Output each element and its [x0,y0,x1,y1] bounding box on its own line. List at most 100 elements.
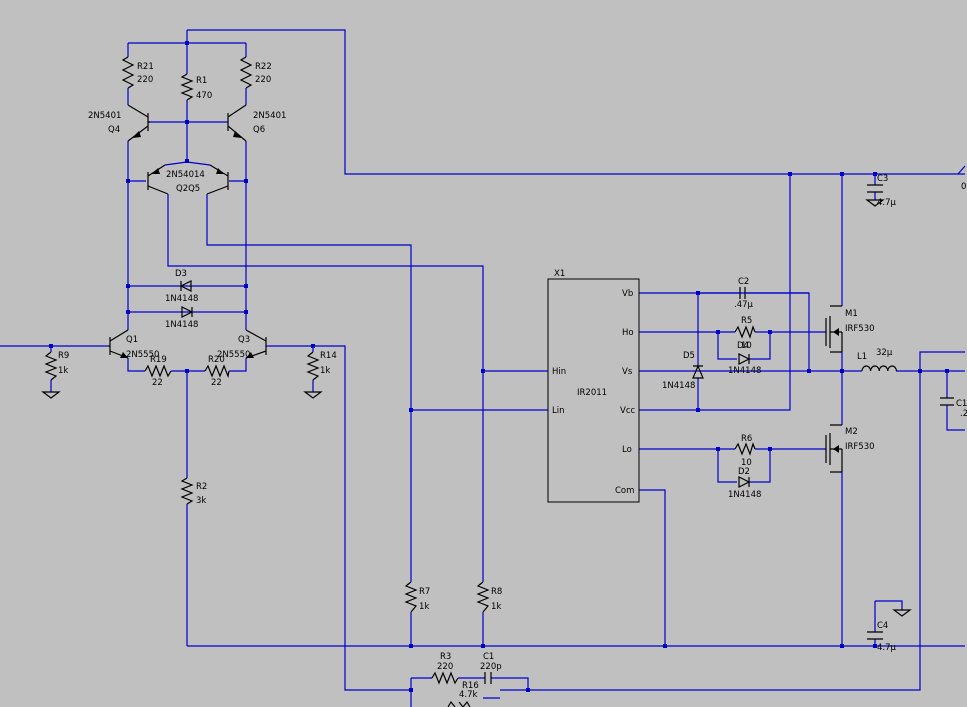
resistor-R20 [204,364,230,379]
bjt-Q6 [227,104,247,142]
label-D4-part: 1N4148 [728,366,761,376]
ground-C4 [892,609,912,617]
label-R22: R22 [255,62,272,72]
bjt-Q5 [206,164,229,195]
label-Q6-part: 2N5401 [253,111,286,121]
label-M1: M1 [845,309,858,319]
label-M2-part: IRF530 [845,442,875,452]
label-R2-value: 3k [196,496,206,506]
label-R22-value: 220 [255,75,271,85]
resistor-R6 [734,442,756,456]
wires [0,29,966,707]
diodes [179,280,751,488]
label-Q1: Q1 [126,335,138,345]
label-R7-value: 1k [419,602,429,612]
label-R16: R16 [462,681,479,691]
label-D4: D4 [737,341,749,351]
label-R14: R14 [320,351,337,361]
label-R9-value: 1k [58,366,68,376]
label-R19: R19 [150,355,167,365]
label-C4-value: 4.7μ [877,643,897,653]
pin-Lin: Lin [552,406,564,416]
label-R9: R9 [58,351,69,361]
label-R6: R6 [741,434,752,444]
label-R6-value: 10 [741,458,752,468]
label-R3: R3 [440,652,451,662]
resistor-R22 [239,56,253,89]
resistors [44,56,756,707]
label-R21: R21 [137,62,154,72]
label-R3-value: 220 [437,662,453,672]
label-X1-part: IR2011 [577,388,607,398]
label-Q3: Q3 [238,335,250,345]
label-R16-value: 4.7k [459,690,478,700]
capacitor-C1b [940,397,954,406]
label-R1: R1 [196,76,207,86]
diode-D2 [738,476,751,488]
capacitors [484,184,954,684]
label-D5-part: 1N4148 [662,381,695,391]
label-D3-part: 1N4148 [165,294,198,304]
label-C1b: C1 [956,399,967,409]
pin-Com: Com [615,486,634,496]
bjt-Q2 [147,164,169,195]
mosfet-M1 [825,305,843,353]
label-R8-value: 1k [491,602,501,612]
resistor-R2 [180,477,194,505]
label-C1b-value: .2 [960,409,967,419]
resistor-R7 [404,581,418,613]
pin-Ho: Ho [622,328,634,338]
label-C4: C4 [877,621,888,631]
resistor-R21 [121,56,135,89]
capacitor-C4 [867,631,883,640]
bjt-Q3 [245,329,267,359]
label-Q6: Q6 [253,125,265,135]
diode-D5 [692,364,704,379]
bjt-Q4 [127,104,150,142]
pin-Hin: Hin [552,367,566,377]
resistor-R19 [144,364,172,378]
mosfet-M2 [825,424,843,473]
label-R1-value: 470 [196,91,212,101]
resistor-R5 [734,325,756,339]
label-Q4: Q4 [108,125,120,135]
ground-C3 [865,199,885,207]
label-R19-value: 22 [152,378,163,388]
label-R20-value: 22 [211,378,222,388]
label-R7: R7 [419,587,430,597]
capacitor-C3 [867,184,883,193]
resistor-R16 [447,700,471,707]
label-Q1-part: 2N5550 [126,350,159,360]
label-L1: L1 [857,352,867,362]
label-D3: D3 [175,269,187,279]
pin-Lo: Lo [622,445,632,455]
label-C3: C3 [877,174,888,184]
label-C2: C2 [738,277,749,287]
label-C1-value: 220p [480,662,502,672]
label-D2: D2 [738,467,750,477]
ic-X1-body [547,278,640,503]
label-edge-top-right: 0 [961,182,966,192]
label-Q2Q5-part: 2N54014 [166,170,205,180]
label-Q2Q5: Q2Q5 [176,184,200,194]
diode-D1 [181,306,194,318]
label-R20: R20 [208,355,225,365]
label-R8: R8 [491,587,502,597]
ground-R14 [303,391,323,399]
label-R21-value: 220 [137,75,153,85]
resistor-R9 [44,351,58,381]
resistor-R8 [476,581,490,613]
resistor-R14 [306,351,320,381]
diode-D4 [738,353,751,365]
ground-symbols [41,199,912,617]
label-D2-part: 1N4148 [728,490,761,500]
diode-D3 [179,280,192,292]
label-Q3-part: 2N5550 [217,350,250,360]
label-D5: D5 [683,351,695,361]
label-C1: C1 [483,652,494,662]
label-M1-part: IRF530 [845,324,875,334]
resistor-R3 [431,671,459,685]
pin-Vb: Vb [622,289,633,299]
label-C2-value: .47μ [734,300,754,310]
